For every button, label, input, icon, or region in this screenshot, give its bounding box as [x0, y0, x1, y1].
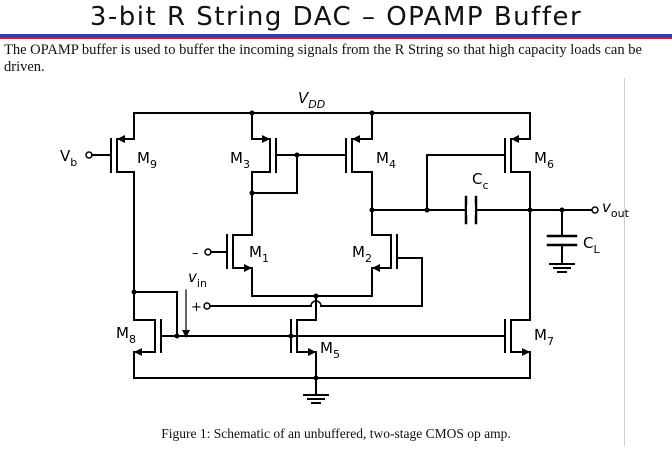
capacitor-cc	[464, 195, 478, 225]
m6-label: M6	[534, 149, 554, 171]
vin-plus-terminal	[203, 302, 211, 310]
transistor-m2	[371, 234, 398, 297]
transistor-m6	[504, 112, 531, 321]
m3-label: M3	[230, 149, 250, 171]
transistor-m9	[110, 112, 135, 293]
title-underline-red	[0, 37, 672, 39]
ground-symbol	[303, 394, 329, 404]
vin-plus-sign: +	[191, 300, 202, 315]
m1-label: M1	[249, 243, 269, 265]
vertical-divider	[624, 78, 625, 446]
transistor-m7	[504, 319, 531, 379]
cc-label: Cc	[472, 170, 489, 192]
vb-label: Vb	[60, 147, 77, 169]
vout-label: vout	[602, 198, 630, 220]
m9-label: M9	[137, 149, 157, 171]
cl-label: CL	[583, 234, 600, 256]
figure-caption: Figure 1: Schematic of an unbuffered, tw…	[161, 426, 511, 441]
vdd-label: VDD	[298, 89, 325, 111]
slide-title: 3-bit R String DAC – OPAMP Buffer	[89, 2, 583, 32]
transistor-m3	[251, 112, 277, 236]
vin-label: vin	[188, 268, 207, 290]
transistor-m8	[133, 291, 162, 379]
vout-terminal	[591, 206, 599, 214]
transistor-m5	[290, 319, 317, 379]
m4-label: M4	[376, 149, 396, 171]
m7-label: M7	[534, 326, 554, 348]
m8-label: M8	[116, 324, 136, 346]
title-underline-blue	[0, 34, 672, 37]
vin-minus-sign: –	[192, 246, 199, 261]
m2-label: M2	[352, 243, 372, 265]
capacitor-cl	[546, 209, 578, 273]
m5-label: M5	[320, 339, 340, 361]
transistor-m4	[345, 112, 373, 236]
slide-description: The OPAMP buffer is used to buffer the i…	[4, 42, 642, 75]
